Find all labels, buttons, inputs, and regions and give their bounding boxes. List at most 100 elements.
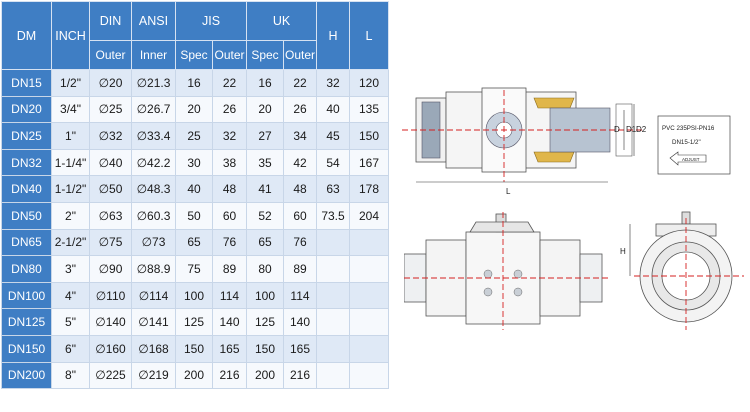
cell-din: ∅25 <box>89 95 132 124</box>
cell-ansi: ∅219 <box>131 361 176 390</box>
cell-ansi: ∅60.3 <box>131 201 176 230</box>
cell-uk-outer: 26 <box>283 95 317 124</box>
cell-uk-spec: 52 <box>246 201 284 230</box>
cell-inch: 2" <box>51 201 90 230</box>
cell-h <box>316 228 350 257</box>
cell-uk-outer: 140 <box>283 308 317 336</box>
dim-label-h: H <box>620 247 626 256</box>
cell-uk-outer: 165 <box>283 334 317 363</box>
cell-jis-outer: 216 <box>212 361 247 390</box>
cell-uk-spec: 16 <box>246 69 284 97</box>
cell-l: 150 <box>349 122 389 150</box>
dim-label-l: L <box>506 187 511 196</box>
valve-end-view-drawing: H <box>620 211 744 330</box>
cell-jis-spec: 20 <box>175 95 213 124</box>
cell-din: ∅50 <box>89 175 132 203</box>
nameplate: PVC 235PSI-PN16 DN15-1/2" ADJUST <box>657 115 731 175</box>
cell-ansi: ∅168 <box>131 334 176 363</box>
cell-ansi: ∅88.9 <box>131 255 176 283</box>
nameplate-line2: DN15-1/2" <box>672 139 701 146</box>
cell-jis-outer: 165 <box>212 334 247 363</box>
cell-ansi: ∅33.4 <box>131 122 176 150</box>
cell-h <box>316 308 350 336</box>
cell-jis-spec: 150 <box>175 334 213 363</box>
header-inch: INCH <box>51 1 90 70</box>
subheader-uk-outer: Outer <box>283 40 317 70</box>
cell-l: 135 <box>349 95 389 124</box>
cell-l <box>349 255 389 283</box>
header-din: DIN <box>89 1 132 41</box>
cell-jis-outer: 32 <box>212 122 247 150</box>
adjust-arrow-icon <box>669 151 707 166</box>
valve-front-view-drawing <box>404 212 608 330</box>
cell-jis-outer: 89 <box>212 255 247 283</box>
cell-uk-outer: 89 <box>283 255 317 283</box>
cell-inch: 1" <box>51 122 90 150</box>
header-uk: UK <box>246 1 317 41</box>
cell-inch: 1-1/4" <box>51 148 90 177</box>
cell-l: 120 <box>349 69 389 97</box>
cell-din: ∅160 <box>89 334 132 363</box>
cell-h: 32 <box>316 69 350 97</box>
cell-h: 40 <box>316 95 350 124</box>
header-l: L <box>349 1 389 70</box>
dim-label-d1: D1 <box>626 125 637 134</box>
cell-dm: DN50 <box>1 201 52 230</box>
cell-l: 178 <box>349 175 389 203</box>
cell-dm: DN125 <box>1 308 52 336</box>
cell-dm: DN15 <box>1 69 52 97</box>
cell-h: 63 <box>316 175 350 203</box>
cell-din: ∅75 <box>89 228 132 257</box>
cell-jis-spec: 200 <box>175 361 213 390</box>
cell-din: ∅110 <box>89 281 132 310</box>
cell-dm: DN65 <box>1 228 52 257</box>
valve-side-view-drawing: L D D1 D2 PVC 235PSI-PN16 DN15-1/2" ADJU… <box>402 87 731 196</box>
cell-uk-outer: 42 <box>283 148 317 177</box>
cell-jis-spec: 75 <box>175 255 213 283</box>
cell-inch: 3/4" <box>51 95 90 124</box>
cell-uk-spec: 65 <box>246 228 284 257</box>
cell-din: ∅40 <box>89 148 132 177</box>
cell-uk-outer: 76 <box>283 228 317 257</box>
cell-h <box>316 361 350 390</box>
cell-dm: DN150 <box>1 334 52 363</box>
dim-label-d2: D2 <box>636 125 647 134</box>
cell-uk-outer: 114 <box>283 281 317 310</box>
cell-jis-outer: 22 <box>212 69 247 97</box>
cell-inch: 1/2" <box>51 69 90 97</box>
subheader-jis-spec: Spec <box>175 40 213 70</box>
cell-uk-outer: 60 <box>283 201 317 230</box>
cell-l <box>349 308 389 336</box>
cell-l <box>349 334 389 363</box>
cell-h <box>316 281 350 310</box>
spec-table: DM INCH DIN ANSI JIS UK H L Outer Inner … <box>1 1 389 390</box>
cell-l: 167 <box>349 148 389 177</box>
cell-h <box>316 255 350 283</box>
cell-jis-spec: 125 <box>175 308 213 336</box>
cell-ansi: ∅73 <box>131 228 176 257</box>
cell-inch: 5" <box>51 308 90 336</box>
cell-uk-outer: 34 <box>283 122 317 150</box>
cell-inch: 2-1/2" <box>51 228 90 257</box>
subheader-uk-spec: Spec <box>246 40 284 70</box>
cell-dm: DN100 <box>1 281 52 310</box>
cell-uk-spec: 35 <box>246 148 284 177</box>
cell-jis-outer: 114 <box>212 281 247 310</box>
cell-dm: DN200 <box>1 361 52 390</box>
cell-din: ∅90 <box>89 255 132 283</box>
cell-dm: DN20 <box>1 95 52 124</box>
cell-h <box>316 334 350 363</box>
cell-jis-spec: 50 <box>175 201 213 230</box>
cell-h: 45 <box>316 122 350 150</box>
cell-jis-spec: 25 <box>175 122 213 150</box>
cell-h: 73.5 <box>316 201 350 230</box>
